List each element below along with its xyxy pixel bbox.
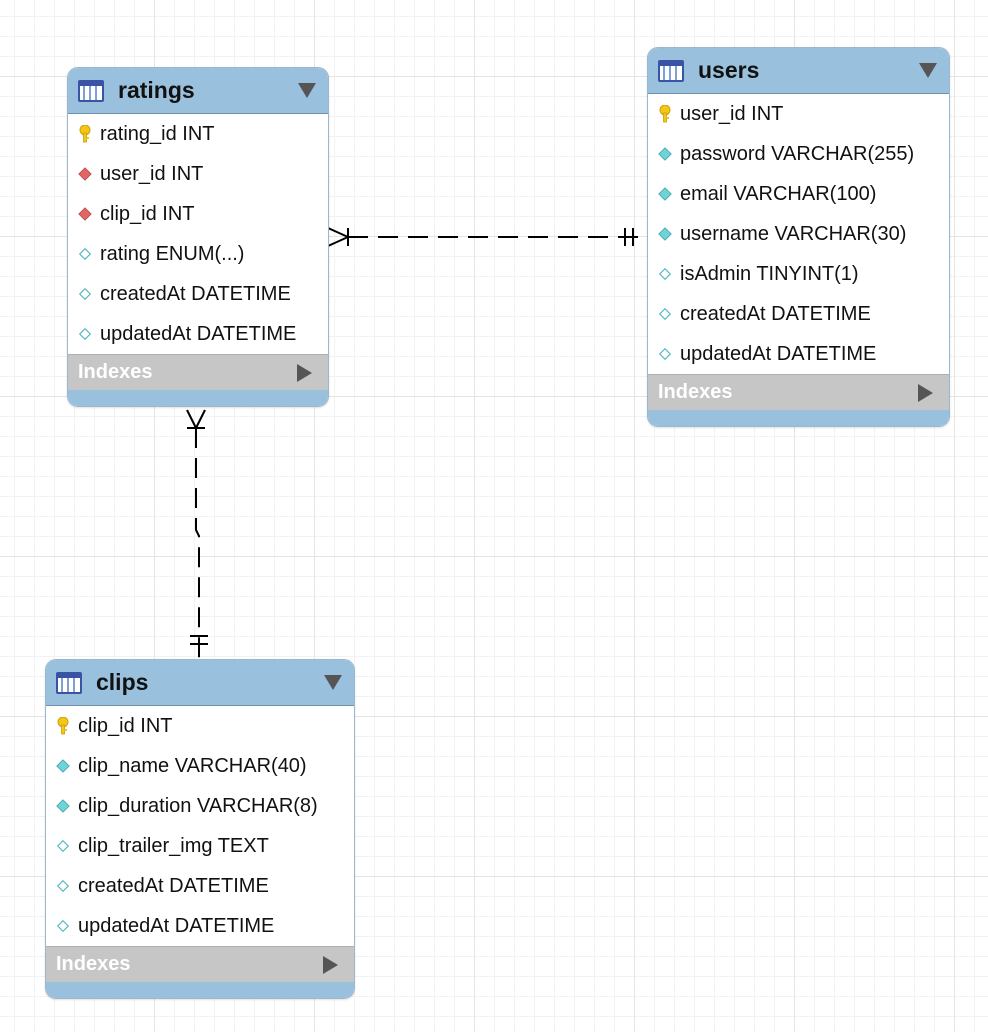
column-label: password VARCHAR(255) [680,142,915,165]
column-row[interactable]: email VARCHAR(100) [648,174,949,214]
relationship-ratings-clips[interactable] [186,409,208,658]
column-list: clip_id INT clip_name VARCHAR(40) clip_dur… [46,706,354,946]
column-label: user_id INT [680,102,784,125]
expand-triangle-icon[interactable] [297,363,312,382]
column-row[interactable]: rating ENUM(...) [68,234,328,274]
table-icon [56,671,82,694]
column-row[interactable]: clip_id INT [46,706,354,746]
column-row[interactable]: username VARCHAR(30) [648,214,949,254]
column-label: createdAt DATETIME [78,874,269,897]
not-null-diamond-icon [658,226,672,242]
column-label: username VARCHAR(30) [680,222,907,245]
column-row[interactable]: user_id INT [648,94,949,134]
column-row[interactable]: updatedAt DATETIME [68,314,328,354]
table-header[interactable]: ratings [68,68,328,114]
primary-key-icon [56,717,70,735]
collapse-triangle-icon[interactable] [324,675,342,690]
column-list: rating_id INT user_id INT clip_id INT ratin… [68,114,328,354]
expand-triangle-icon[interactable] [918,383,933,402]
column-label: rating_id INT [100,122,215,145]
column-label: clip_id INT [78,714,173,737]
nullable-diamond-icon [658,266,672,282]
column-label: updatedAt DATETIME [100,322,297,345]
collapse-triangle-icon[interactable] [298,83,316,98]
column-label: createdAt DATETIME [100,282,291,305]
column-label: clip_duration VARCHAR(8) [78,794,318,817]
table-footer [648,410,949,426]
column-row[interactable]: updatedAt DATETIME [46,906,354,946]
indexes-section[interactable]: Indexes [648,374,949,410]
indexes-label: Indexes [658,381,733,403]
primary-key-icon [658,105,672,123]
column-label: clip_id INT [100,202,195,225]
table-header[interactable]: clips [46,660,354,706]
column-label: rating ENUM(...) [100,242,245,265]
table-title: ratings [118,77,195,103]
nullable-diamond-icon [658,346,672,362]
nullable-diamond-icon [78,246,92,262]
column-row[interactable]: clip_id INT [68,194,328,234]
column-row[interactable]: createdAt DATETIME [46,866,354,906]
nullable-diamond-icon [78,326,92,342]
column-label: updatedAt DATETIME [78,914,275,937]
table-icon [658,59,684,82]
indexes-label: Indexes [56,953,131,975]
table-ratings[interactable]: ratings rating_id INT user_id INT clip_id … [67,67,329,407]
column-row[interactable]: rating_id INT [68,114,328,154]
column-list: user_id INT password VARCHAR(255) email VA… [648,94,949,374]
not-null-diamond-icon [658,186,672,202]
table-title: users [698,57,760,83]
column-label: isAdmin TINYINT(1) [680,262,859,285]
column-row[interactable]: updatedAt DATETIME [648,334,949,374]
foreign-key-diamond-icon [78,166,92,182]
column-label: clip_name VARCHAR(40) [78,754,307,777]
table-icon [78,79,104,102]
column-row[interactable]: clip_trailer_img TEXT [46,826,354,866]
column-label: email VARCHAR(100) [680,182,877,205]
table-title: clips [96,669,149,695]
column-row[interactable]: isAdmin TINYINT(1) [648,254,949,294]
column-label: updatedAt DATETIME [680,342,877,365]
not-null-diamond-icon [56,798,70,814]
column-row[interactable]: createdAt DATETIME [68,274,328,314]
column-row[interactable]: password VARCHAR(255) [648,134,949,174]
primary-key-icon [78,125,92,143]
column-row[interactable]: clip_duration VARCHAR(8) [46,786,354,826]
indexes-section[interactable]: Indexes [68,354,328,390]
table-header[interactable]: users [648,48,949,94]
nullable-diamond-icon [56,918,70,934]
not-null-diamond-icon [658,146,672,162]
column-label: user_id INT [100,162,204,185]
column-label: clip_trailer_img TEXT [78,834,269,857]
relationship-ratings-users[interactable] [327,227,645,247]
column-row[interactable]: createdAt DATETIME [648,294,949,334]
indexes-label: Indexes [78,361,153,383]
collapse-triangle-icon[interactable] [919,63,937,78]
indexes-section[interactable]: Indexes [46,946,354,982]
table-users[interactable]: users user_id INT password VARCHAR(255) em… [647,47,950,427]
nullable-diamond-icon [56,878,70,894]
column-row[interactable]: user_id INT [68,154,328,194]
nullable-diamond-icon [78,286,92,302]
expand-triangle-icon[interactable] [323,955,338,974]
nullable-diamond-icon [56,838,70,854]
not-null-diamond-icon [56,758,70,774]
foreign-key-diamond-icon [78,206,92,222]
column-label: createdAt DATETIME [680,302,871,325]
column-row[interactable]: clip_name VARCHAR(40) [46,746,354,786]
table-footer [68,390,328,406]
table-footer [46,982,354,998]
nullable-diamond-icon [658,306,672,322]
